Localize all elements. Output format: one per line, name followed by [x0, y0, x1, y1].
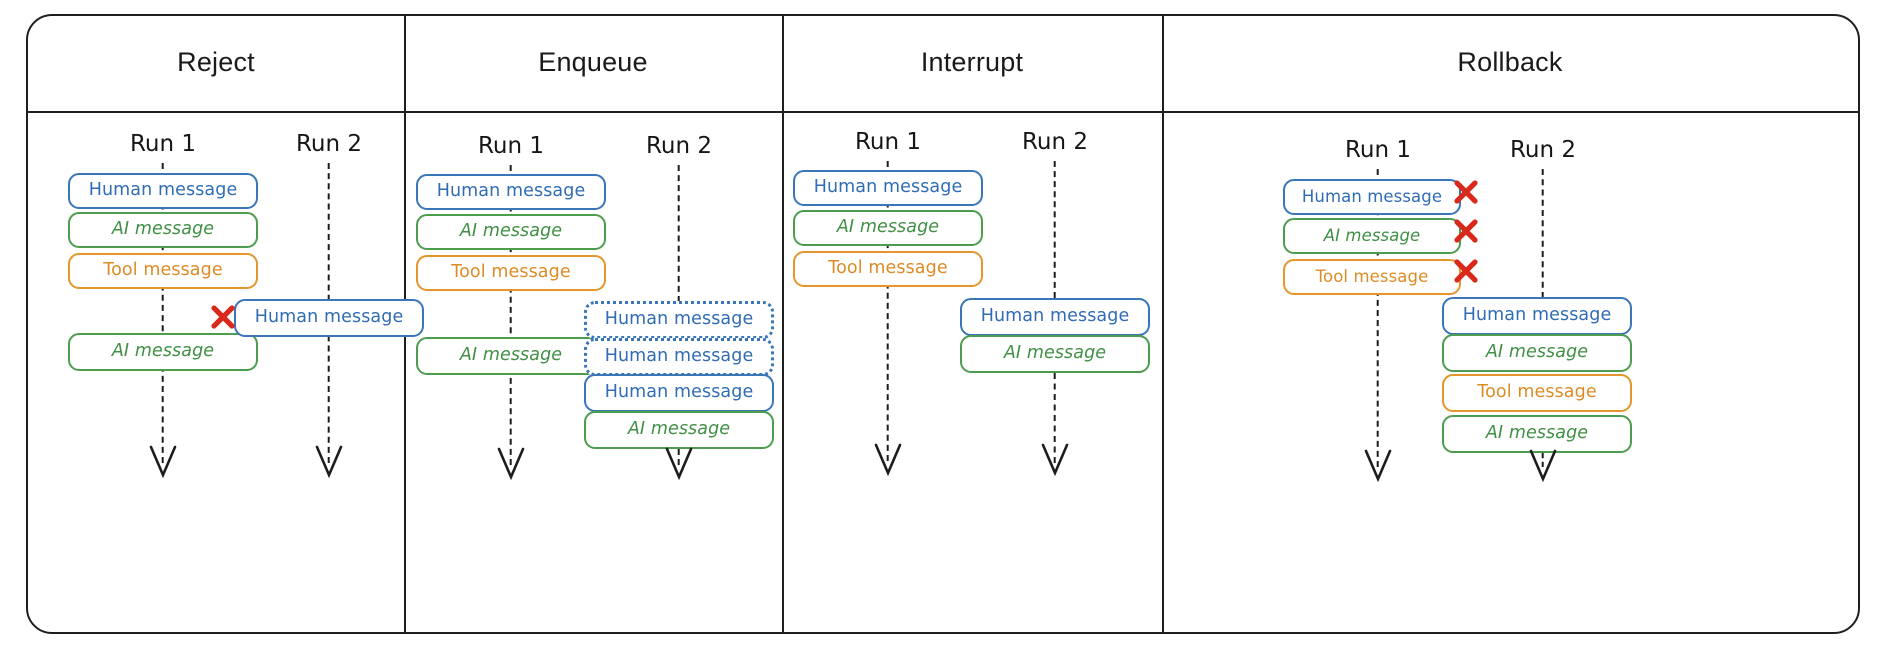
panel-reject: Reject Run 1 Human message AI message To… — [28, 14, 424, 634]
message-box-ai[interactable]: AI message — [68, 212, 258, 248]
panel-enqueue: Enqueue Run 1 Human message AI message T… — [404, 14, 782, 634]
lifeline — [677, 165, 680, 302]
timeline-arrowhead — [874, 443, 902, 477]
message-box-human-queued[interactable]: Human message — [584, 301, 774, 339]
panel-divider-3 — [1162, 16, 1164, 632]
panel-title-rollback: Rollback — [1457, 47, 1563, 77]
run-label: Run 1 — [477, 133, 545, 159]
run-label: Run 2 — [1509, 137, 1577, 163]
header-divider — [28, 111, 1858, 113]
message-label: AI message — [1485, 342, 1589, 362]
message-box-human[interactable]: Human message — [1442, 297, 1632, 335]
message-box-human[interactable]: Human message — [584, 374, 774, 412]
message-box-ai[interactable]: AI message — [960, 335, 1150, 373]
lifeline — [677, 449, 680, 465]
timeline-arrowhead — [149, 445, 177, 479]
message-label: AI message — [459, 345, 563, 365]
message-label: Tool message — [103, 260, 223, 280]
message-box-ai[interactable]: AI message — [68, 333, 258, 371]
message-label: Human message — [604, 382, 754, 402]
message-box-tool[interactable]: Tool message — [793, 251, 983, 287]
run-label: Run 1 — [129, 131, 197, 157]
message-label: AI message — [627, 419, 731, 439]
panel-title-interrupt: Interrupt — [920, 47, 1024, 77]
run-label: Run 2 — [295, 131, 363, 157]
timeline-arrowhead — [1529, 449, 1557, 483]
timeline-arrowhead — [497, 447, 525, 481]
message-label: Human message — [254, 307, 404, 327]
message-box-tool[interactable]: Tool message — [416, 255, 606, 291]
panel-divider-2 — [782, 16, 784, 632]
run-label: Run 2 — [1021, 129, 1089, 155]
message-label: Human message — [813, 177, 963, 197]
timeline-arrowhead — [315, 445, 343, 479]
panel-body-interrupt: Run 1 Human message AI message Tool mess… — [782, 111, 1162, 634]
panel-rollback: Rollback Run 1 Human message AI message … — [1162, 14, 1858, 634]
message-box-ai[interactable]: AI message — [1442, 334, 1632, 372]
message-box-human[interactable]: Human message — [234, 299, 424, 337]
message-label: AI message — [1003, 343, 1107, 363]
panel-title-enqueue: Enqueue — [538, 47, 648, 77]
message-box-human[interactable]: Human message — [1283, 179, 1461, 215]
message-label: AI message — [836, 217, 940, 237]
message-label: Human message — [436, 181, 586, 201]
message-box-human[interactable]: Human message — [68, 173, 258, 209]
message-label: Human message — [604, 309, 754, 329]
lifeline — [1541, 169, 1544, 298]
message-box-ai[interactable]: AI message — [793, 210, 983, 246]
message-box-human[interactable]: Human message — [416, 174, 606, 210]
message-label: AI message — [459, 221, 563, 241]
message-box-ai[interactable]: AI message — [416, 214, 606, 250]
message-label: Tool message — [828, 258, 948, 278]
panel-body-enqueue: Run 1 Human message AI message Tool mess… — [404, 111, 782, 634]
message-box-ai[interactable]: AI message — [584, 411, 774, 449]
run-label: Run 1 — [854, 129, 922, 155]
lifeline — [886, 161, 889, 461]
lifeline — [1053, 373, 1056, 463]
message-label: AI message — [1323, 225, 1421, 245]
timeline-arrowhead — [665, 447, 693, 481]
message-label: Human message — [1301, 186, 1443, 206]
message-label: Tool message — [451, 262, 571, 282]
lifeline — [1053, 161, 1056, 298]
panel-interrupt: Interrupt Run 1 Human message AI message… — [782, 14, 1162, 634]
message-box-tool[interactable]: Tool message — [1442, 374, 1632, 412]
panel-body-reject: Run 1 Human message AI message Tool mess… — [28, 111, 424, 634]
message-label: AI message — [1485, 423, 1589, 443]
message-box-human-queued[interactable]: Human message — [584, 338, 774, 376]
timeline-arrowhead — [1364, 449, 1392, 483]
run-label: Run 1 — [1344, 137, 1412, 163]
timeline-arrowhead — [1041, 443, 1069, 477]
message-label: AI message — [111, 219, 215, 239]
message-box-human[interactable]: Human message — [793, 170, 983, 206]
message-label: Human message — [604, 346, 754, 366]
panel-body-rollback: Run 1 Human message AI message Tool mess… — [1162, 111, 1858, 634]
lifeline — [161, 163, 164, 463]
rollback-x-icon — [1454, 219, 1478, 243]
message-box-tool[interactable]: Tool message — [68, 253, 258, 289]
message-label: Tool message — [1315, 266, 1429, 286]
message-box-human[interactable]: Human message — [960, 298, 1150, 336]
message-box-ai[interactable]: AI message — [1283, 218, 1461, 254]
reject-x-icon — [211, 305, 235, 329]
message-box-tool[interactable]: Tool message — [1283, 259, 1461, 295]
message-label: Human message — [88, 180, 238, 200]
run-label: Run 2 — [645, 133, 713, 159]
message-label: Human message — [980, 306, 1130, 326]
message-box-ai[interactable]: AI message — [416, 337, 606, 375]
lifeline — [509, 165, 512, 465]
rollback-x-icon — [1454, 180, 1478, 204]
message-label: Tool message — [1477, 382, 1597, 402]
message-box-ai[interactable]: AI message — [1442, 415, 1632, 453]
message-label: AI message — [111, 341, 215, 361]
panel-title-reject: Reject — [177, 47, 255, 77]
lifeline — [1541, 453, 1544, 467]
message-label: Human message — [1462, 305, 1612, 325]
rollback-x-icon — [1454, 259, 1478, 283]
lifeline — [1376, 169, 1379, 467]
